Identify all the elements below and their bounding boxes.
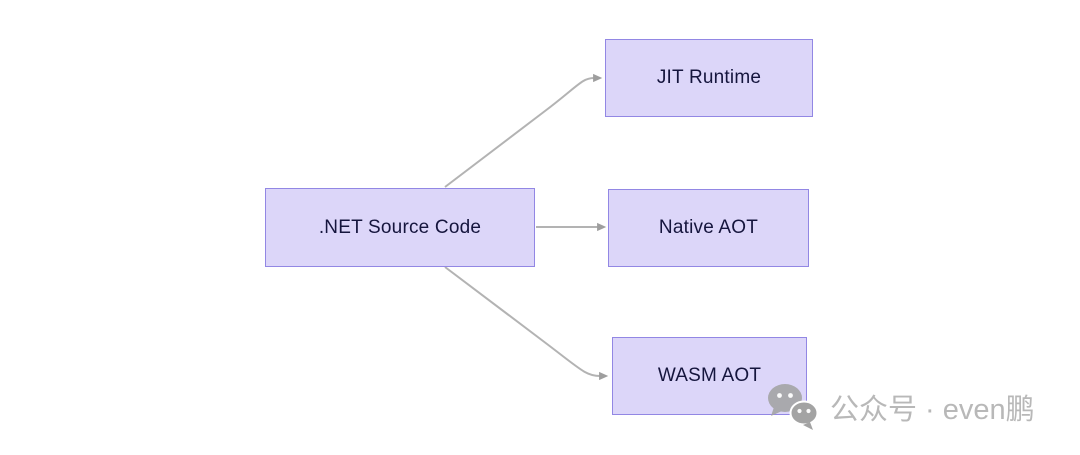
node-native-aot-label: Native AOT [658, 217, 759, 238]
edge-source-to-wasm-aot [444, 266, 609, 381]
node-jit-runtime-label: JIT Runtime [656, 67, 762, 88]
wechat-icon [768, 384, 819, 430]
node-wasm-aot-label: WASM AOT [657, 365, 762, 386]
node-dotnet-source-code-label: .NET Source Code [318, 216, 482, 238]
watermark: 公众号 · even鹏 [766, 383, 1035, 431]
node-native-aot: Native AOT [608, 189, 809, 267]
node-dotnet-source-code: .NET Source Code [265, 188, 535, 267]
edge-source-to-jit-runtime [444, 73, 603, 188]
node-jit-runtime: JIT Runtime [605, 39, 813, 117]
watermark-text: 公众号 · even鹏 [830, 394, 1035, 426]
